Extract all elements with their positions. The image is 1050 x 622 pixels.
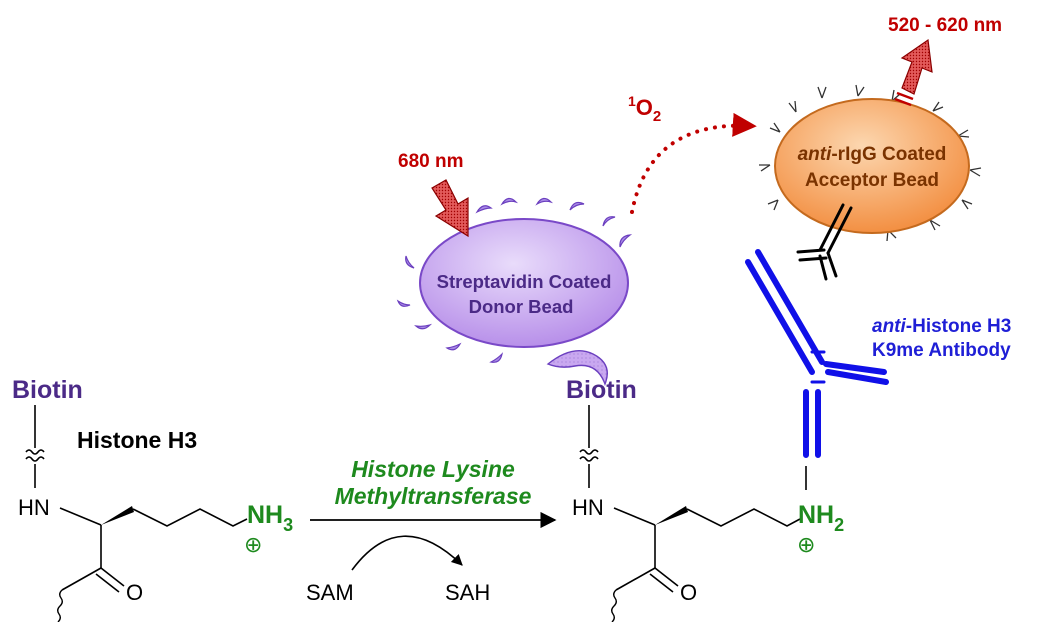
right-wedge-bond <box>655 506 688 525</box>
excitation-label: 680 nm <box>398 151 463 172</box>
singlet-oxygen-label: 1O2 <box>628 93 661 125</box>
left-charge-icon: ⊕ <box>244 532 262 557</box>
donor-bead-line1: Streptavidin Coated <box>437 271 612 292</box>
right-amine-label: NH2 <box>798 501 844 535</box>
right-charge-icon: ⊕ <box>797 532 815 557</box>
left-biotin-label: Biotin <box>12 376 83 404</box>
acceptor-bead: anti-rIgG Coated Acceptor Bead <box>759 84 982 281</box>
donor-bead: Streptavidin Coated Donor Bead <box>396 197 633 386</box>
right-product: Biotin HN O NH2 ⊕ <box>566 376 844 622</box>
right-hn-label: HN <box>572 495 604 520</box>
left-wedge-bond <box>101 506 134 525</box>
singlet-oxygen-dotted-arrow <box>630 112 757 214</box>
histone-antibody <box>745 249 889 458</box>
enzyme-line1: Histone Lysine <box>351 456 515 482</box>
emission-label: 520 - 620 nm <box>888 15 1002 36</box>
antibody-left-arm <box>745 249 825 375</box>
right-lysine-chain <box>686 508 801 527</box>
donor-bead-line2: Donor Bead <box>469 296 574 317</box>
left-hn-label: HN <box>18 495 50 520</box>
acceptor-igg-antennae <box>759 84 982 242</box>
excitation-arrow-icon <box>431 179 469 238</box>
cofactor-curve-arrow <box>351 535 463 571</box>
right-biotin-label: Biotin <box>566 376 637 404</box>
donor-streptavidin-binder <box>546 350 608 386</box>
left-histone-label: Histone H3 <box>77 427 197 453</box>
left-substrate: Biotin Histone H3 HN O NH3 ⊕ <box>12 376 293 622</box>
emission-arrow-tail <box>894 91 914 107</box>
cofactor-out: SAH <box>445 580 490 605</box>
antibody-label-line1: anti-Histone H3 <box>872 316 1011 337</box>
acceptor-bead-line1: anti-rIgG Coated <box>798 144 947 165</box>
enzyme-line2: Methyltransferase <box>335 483 532 509</box>
right-carbonyl-o: O <box>680 580 697 605</box>
left-backbone-wavy <box>57 589 63 622</box>
reaction: Histone Lysine Methyltransferase SAM SAH <box>306 456 557 605</box>
antibody-label-line2: K9me Antibody <box>872 340 1011 361</box>
antibody-right-arm <box>823 361 889 385</box>
left-linker-wavy <box>25 449 45 462</box>
emission-arrow-icon <box>900 38 933 95</box>
left-lysine-chain <box>132 508 248 527</box>
left-amine-label: NH3 <box>247 501 293 535</box>
donor-bead-body <box>419 218 629 348</box>
right-backbone-wavy <box>611 589 617 622</box>
acceptor-bead-line2: Acceptor Bead <box>805 170 939 191</box>
acceptor-bead-body <box>774 98 970 234</box>
cofactor-in: SAM <box>306 580 354 605</box>
left-carbonyl-o: O <box>126 580 143 605</box>
antibody-stem <box>803 389 821 458</box>
acceptor-secondary-antibody <box>796 203 853 281</box>
right-linker-wavy <box>579 449 599 462</box>
